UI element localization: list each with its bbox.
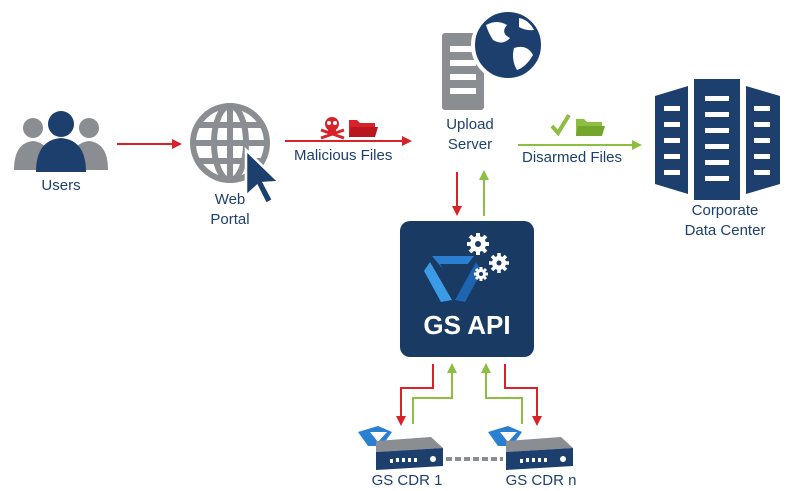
data-center-label: Corporate Data Center — [670, 201, 780, 241]
globe-icon — [190, 103, 270, 183]
cdrn-label: GS CDR n — [505, 472, 577, 489]
upload-server-label: Upload Server — [430, 115, 510, 155]
gears-icon — [467, 233, 509, 281]
cdr-device-1-icon — [358, 426, 443, 470]
earth-globe-icon — [471, 8, 545, 82]
folder-icon — [349, 120, 378, 137]
gs-api-title: GS API — [423, 310, 511, 340]
data-center-label-line-2: Data Center — [684, 222, 766, 239]
users-label: Users — [41, 177, 81, 194]
cdr1-label: GS CDR 1 — [371, 472, 443, 489]
upload-server-label-line-1: Upload — [446, 116, 494, 133]
cdr1-to-api-arrow — [412, 363, 457, 424]
web-portal-label-line-1: Web — [214, 191, 246, 208]
web-portal-label-line-2: Portal — [210, 211, 250, 228]
cdr-device-n-icon — [488, 426, 573, 470]
users-icon — [14, 111, 108, 172]
api-to-cdrn-arrow — [504, 364, 542, 426]
skull-crossbones-icon — [320, 117, 345, 140]
api-to-cdr1-arrow — [396, 364, 434, 426]
checkmark-icon — [550, 113, 571, 137]
cursor-icon — [244, 147, 282, 206]
malicious-files-label: Malicious Files — [294, 147, 393, 164]
web-portal-label: Web Portal — [195, 190, 265, 230]
data-center-icon — [655, 79, 780, 200]
data-center-label-line-1: Corporate — [691, 202, 759, 219]
disarmed-files-label: Disarmed Files — [522, 149, 623, 166]
gs-logo-icon — [424, 256, 482, 302]
folder-icon — [576, 119, 605, 136]
upload-server-label-line-2: Server — [447, 136, 493, 153]
cdrn-to-api-arrow — [481, 363, 523, 424]
